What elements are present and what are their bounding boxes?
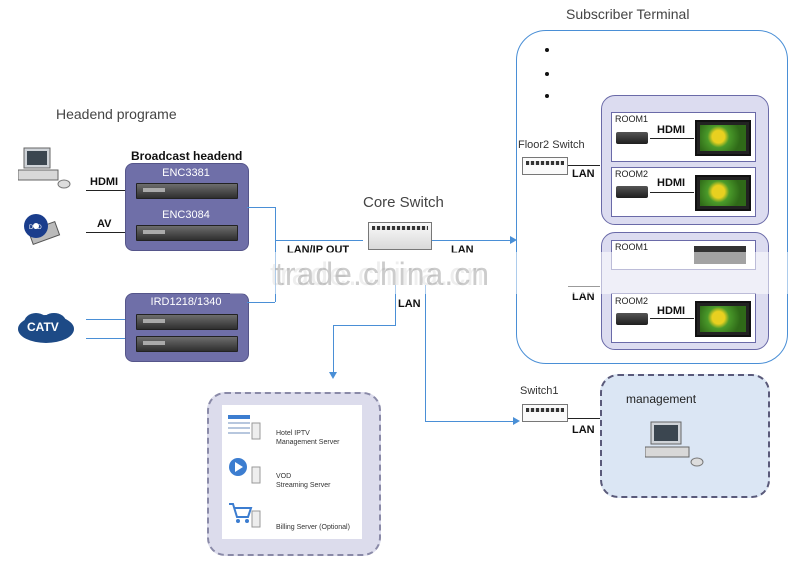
core-to-switch1-horizontal bbox=[425, 421, 515, 422]
broadcast-headend-label: Broadcast headend bbox=[131, 149, 243, 163]
ird-device-1 bbox=[136, 314, 238, 330]
room-link-line bbox=[650, 318, 694, 319]
room-link-label: HDMI bbox=[657, 305, 686, 317]
arrow-right-icon bbox=[510, 236, 517, 244]
headend-title: Headend programe bbox=[56, 106, 177, 122]
core-to-switch1-vertical bbox=[425, 285, 426, 421]
core-switch-device bbox=[368, 222, 432, 250]
switch1-label: Switch1 bbox=[520, 385, 559, 397]
lan-core-down-label: LAN bbox=[398, 298, 421, 310]
core-to-server-horizontal bbox=[333, 325, 396, 326]
server-name-billing: Billing Server (Optional) bbox=[276, 524, 350, 531]
ellipsis-dot bbox=[545, 72, 549, 76]
management-panel bbox=[600, 374, 770, 498]
ird-device-2 bbox=[136, 336, 238, 352]
set-top-box-icon bbox=[616, 313, 648, 325]
room-name: ROOM2 bbox=[615, 169, 649, 179]
catv-label: CATV bbox=[27, 320, 59, 334]
document-list-icon bbox=[228, 413, 262, 441]
core-to-server-vertical bbox=[333, 325, 334, 373]
play-icon bbox=[228, 457, 262, 485]
tv-icon bbox=[695, 301, 751, 337]
core-down-left-line bbox=[395, 285, 396, 325]
switch1-device bbox=[522, 404, 568, 422]
server-name-iptv: Hotel IPTV Management Server bbox=[276, 430, 340, 446]
set-top-box-icon bbox=[616, 186, 648, 198]
ird-label: IRD1218/1340 bbox=[150, 296, 222, 308]
switch1-lan-label: LAN bbox=[572, 424, 595, 436]
room-link-line bbox=[650, 192, 694, 193]
room-link-line bbox=[650, 138, 694, 139]
encoder-2-device bbox=[136, 225, 238, 241]
floor2-switch-device bbox=[522, 157, 568, 175]
hdmi-input-line bbox=[86, 190, 128, 191]
core-to-subscriber-line bbox=[432, 240, 512, 241]
server-name-vod: VOD Streaming Server bbox=[276, 473, 331, 489]
av-input-line bbox=[86, 232, 128, 233]
core-switch-title: Core Switch bbox=[363, 194, 444, 211]
headend-to-core-line bbox=[275, 240, 363, 241]
room-name: ROOM1 bbox=[615, 242, 649, 252]
arrow-down-icon bbox=[329, 372, 337, 379]
encoder-1-label: ENC3381 bbox=[162, 167, 210, 179]
headend-out-line-2 bbox=[247, 302, 275, 303]
floor1-lan-label: LAN bbox=[572, 291, 595, 303]
set-top-box-icon bbox=[616, 132, 648, 144]
encoder-2-label: ENC3084 bbox=[162, 209, 210, 221]
room-link-label: HDMI bbox=[657, 177, 686, 189]
watermark-text: trade.china.cn bbox=[275, 256, 491, 292]
dvd-icon: DVD bbox=[22, 212, 62, 246]
catv-cloud-icon bbox=[16, 311, 76, 345]
computer-icon bbox=[644, 420, 705, 470]
av-input-label: AV bbox=[97, 218, 112, 230]
management-label: management bbox=[626, 392, 697, 406]
room-name: ROOM1 bbox=[615, 114, 649, 124]
ellipsis-dot bbox=[545, 94, 549, 98]
hdmi-input-label: HDMI bbox=[90, 176, 119, 188]
arrow-right-icon bbox=[513, 417, 520, 425]
ellipsis-dot bbox=[545, 48, 549, 52]
watermark-band bbox=[230, 252, 800, 294]
tv-icon bbox=[695, 175, 751, 211]
tv-icon bbox=[695, 120, 751, 156]
room-link-label: HDMI bbox=[657, 124, 686, 136]
floor2-line bbox=[568, 165, 600, 166]
encoder-1-device bbox=[136, 183, 238, 199]
catv-line-1 bbox=[86, 319, 128, 320]
computer-icon bbox=[17, 146, 74, 192]
catv-line-2 bbox=[86, 338, 128, 339]
room-name: ROOM2 bbox=[615, 296, 649, 306]
headend-out-line-1 bbox=[247, 207, 275, 208]
floor2-switch-label: Floor2 Switch bbox=[518, 139, 585, 151]
cart-icon bbox=[228, 501, 262, 529]
switch1-line bbox=[568, 418, 600, 419]
subscriber-terminal-title: Subscriber Terminal bbox=[566, 6, 690, 22]
svg-text:DVD: DVD bbox=[29, 225, 42, 231]
floor2-lan-label: LAN bbox=[572, 168, 595, 180]
